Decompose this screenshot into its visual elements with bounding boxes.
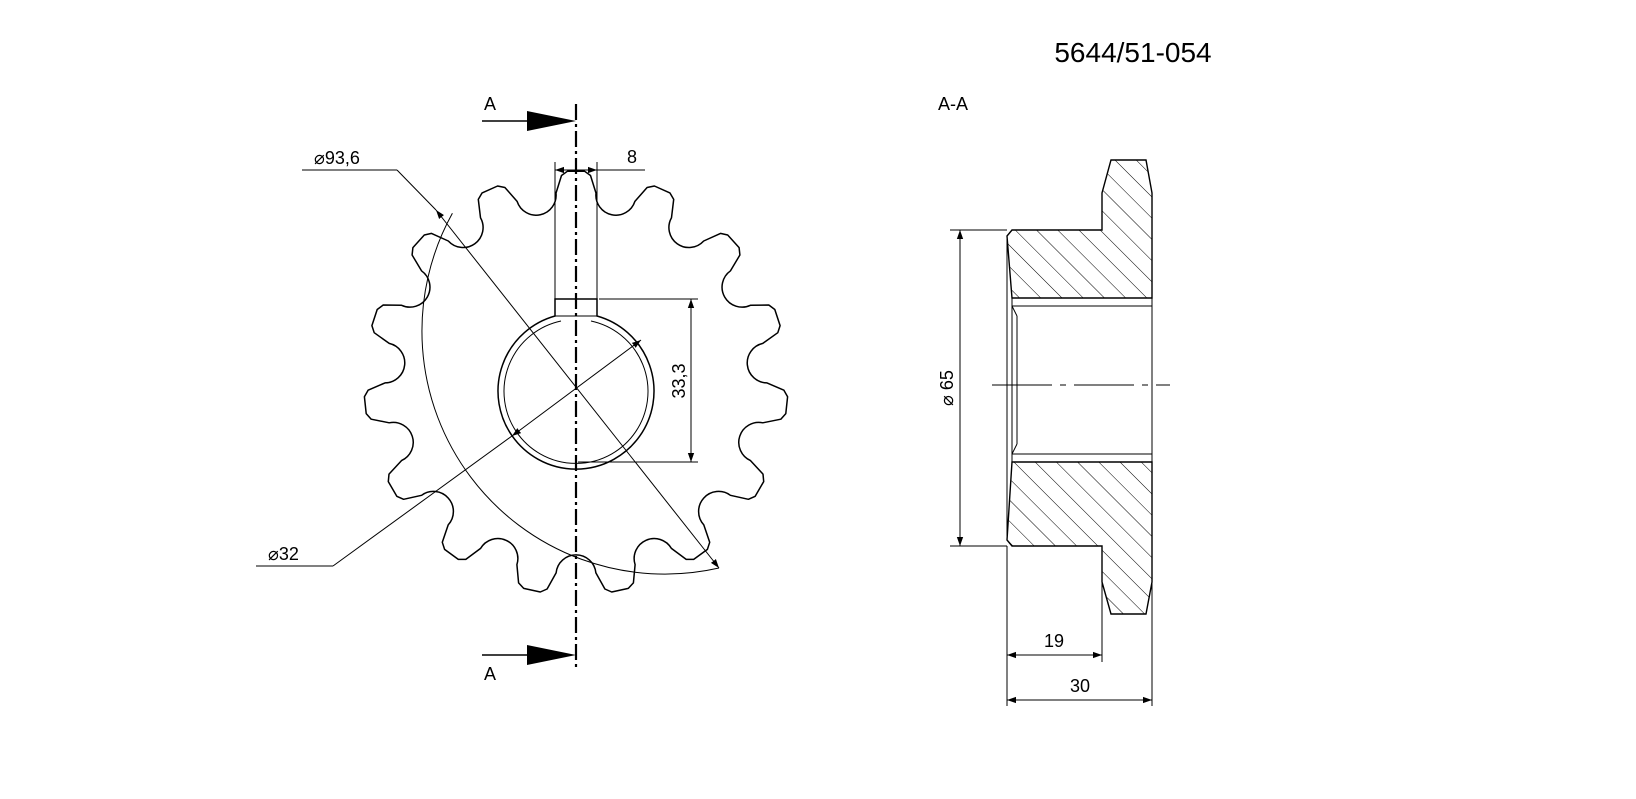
section-lower-wall [1006,461,1153,615]
tip-diameter-dimension [302,169,720,569]
keyway-depth-dimension [578,298,698,463]
section-view-label: A-A [938,94,968,114]
hub-diameter-dimension [950,229,1007,547]
section-marker-bottom: A [484,664,496,684]
bore-diameter-dimension [256,339,642,567]
section-marker-top: A [484,94,496,114]
hub-length-dimension [1006,546,1103,706]
keyway-depth-label: 33,3 [669,363,689,398]
front-view: A A ⌀93,6 ⌀32 8 [256,94,789,684]
bore-diameter-label: ⌀32 [268,544,299,564]
section-view: A-A ⌀ 65 [937,94,1170,706]
section-upper-wall [1006,159,1153,299]
part-number: 5644/51-054 [1054,37,1211,68]
hub-diameter-label: ⌀ 65 [937,370,957,406]
section-arrow-bottom [482,645,576,665]
hub-length-label: 19 [1044,631,1064,651]
overall-width-label: 30 [1070,676,1090,696]
keyway-width-label: 8 [627,147,637,167]
keyway-width-dimension [554,162,645,299]
section-bore [1006,236,1153,540]
section-arrow-top [482,111,576,131]
tip-diameter-label: ⌀93,6 [314,148,360,168]
overall-width-dimension [1007,582,1153,706]
